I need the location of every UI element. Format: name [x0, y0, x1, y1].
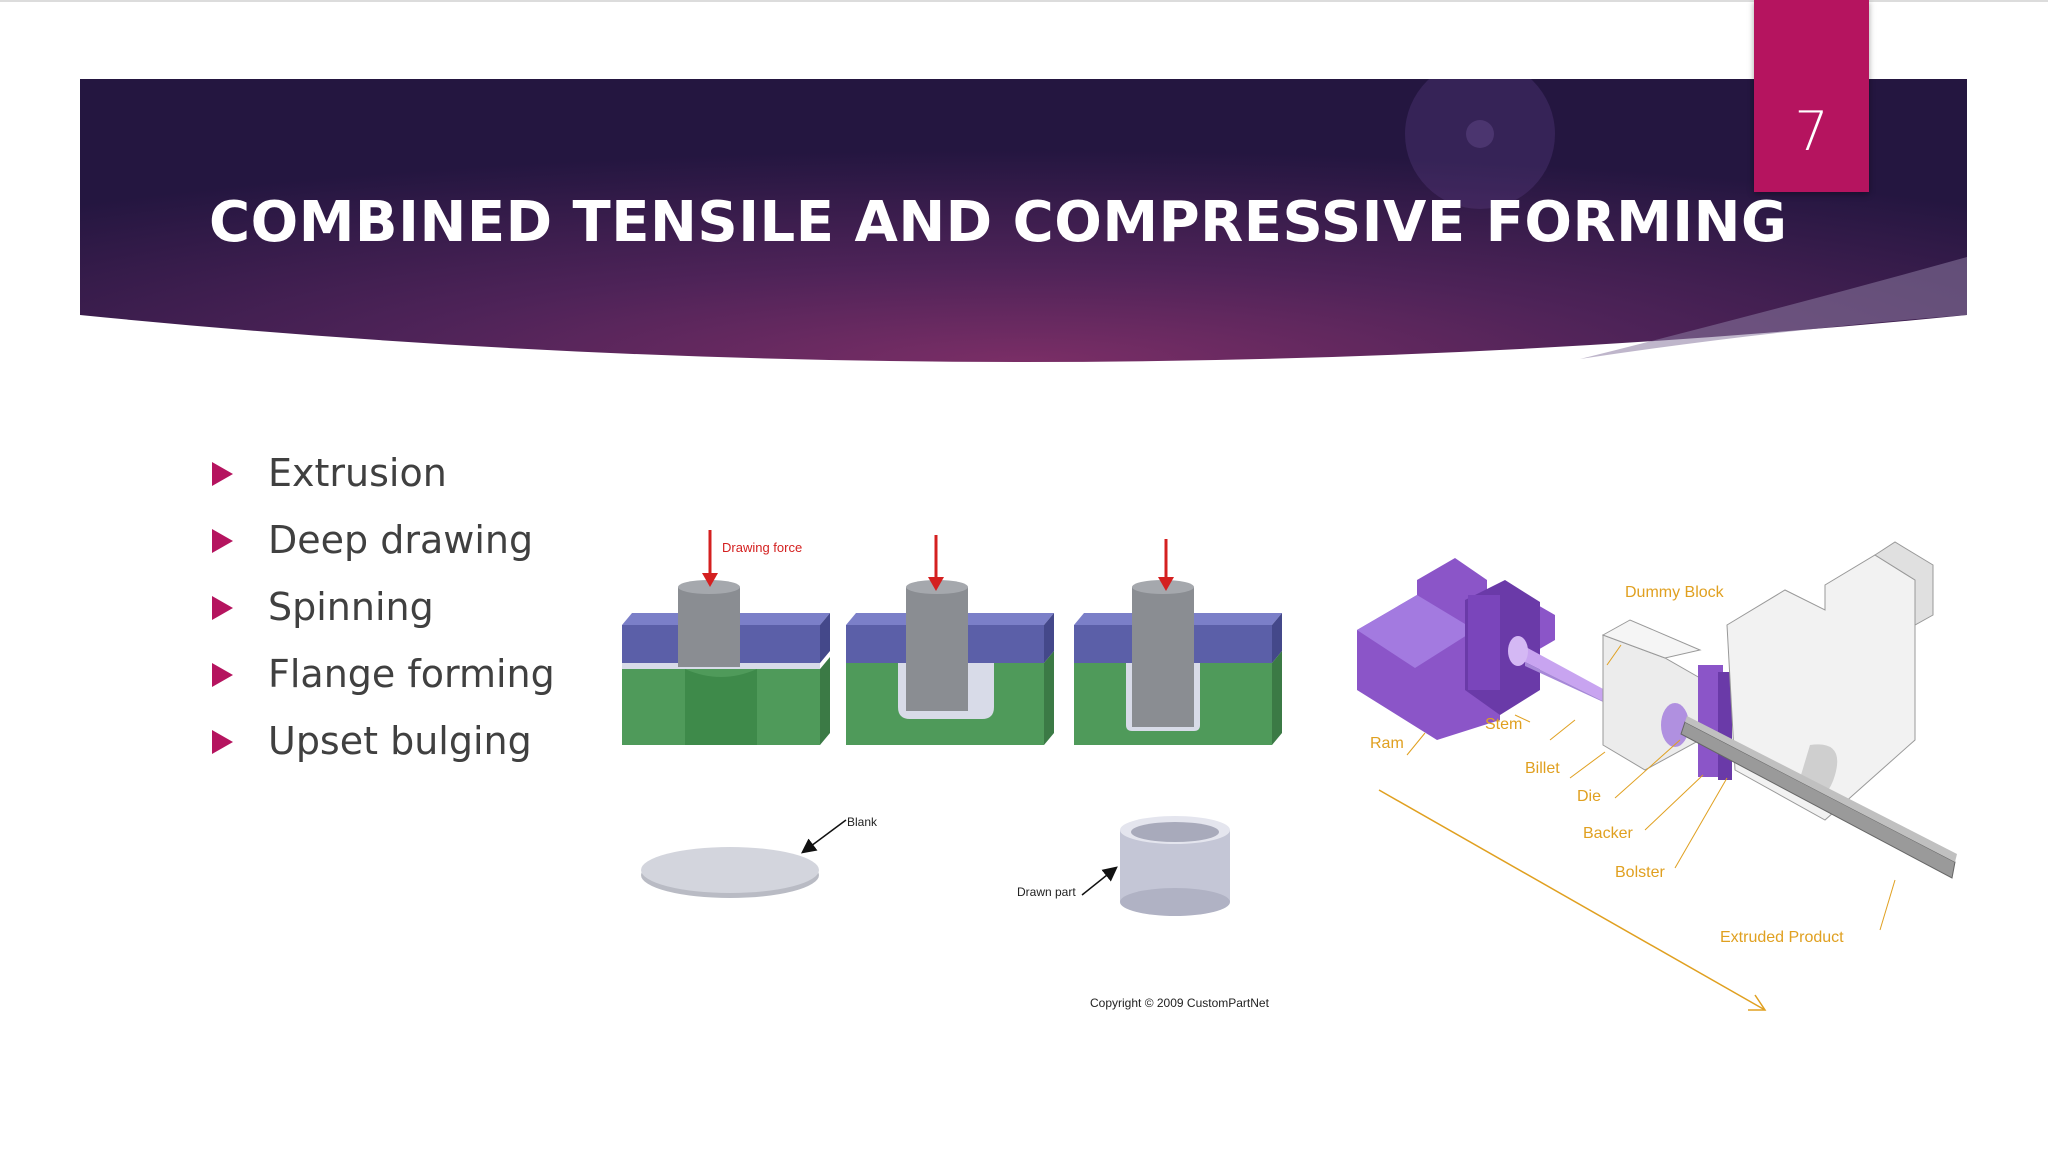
bullet-item: Flange forming — [210, 641, 555, 708]
label-ram: Ram — [1370, 735, 1404, 752]
bullet-item: Extrusion — [210, 440, 555, 507]
drawing-stage-3 — [1074, 580, 1282, 745]
bullet-triangle-icon — [212, 663, 233, 687]
deep-drawing-figure: Drawing force — [610, 515, 1300, 1015]
label-die: Die — [1577, 788, 1601, 805]
extrusion-figure: Dummy Block Ram Stem Billet Die Backer B… — [1355, 490, 1975, 1020]
bullet-triangle-icon — [212, 596, 233, 620]
bullet-triangle-icon — [212, 730, 233, 754]
bullet-triangle-icon — [212, 529, 233, 553]
ram-block — [1357, 558, 1555, 740]
slide-title: COMBINED TENSILE AND COMPRESSIVE FORMING — [209, 190, 1788, 255]
page-number: 7 — [1794, 100, 1829, 163]
label-bolster: Bolster — [1615, 864, 1665, 881]
copyright-text: Copyright © 2009 CustomPartNet — [1090, 996, 1270, 1010]
drawing-stage-2 — [846, 580, 1054, 745]
label-extruded-product: Extruded Product — [1720, 929, 1844, 946]
blank-label: Blank — [847, 815, 878, 829]
drawing-stage-1 — [622, 580, 830, 745]
backer — [1718, 672, 1732, 780]
drawing-force-label: Drawing force — [722, 540, 802, 555]
bullet-item: Deep drawing — [210, 507, 555, 574]
drawn-part-cup — [1120, 816, 1230, 916]
top-rule — [0, 0, 2048, 2]
label-stem: Stem — [1485, 716, 1522, 733]
container — [1602, 634, 1701, 771]
billet — [1661, 703, 1689, 747]
label-billet: Billet — [1525, 760, 1560, 777]
bullet-list: Extrusion Deep drawing Spinning Flange f… — [210, 440, 555, 775]
direction-arrow — [1378, 789, 1766, 1011]
page-number-tab: 7 — [1754, 0, 1869, 192]
bullet-item: Upset bulging — [210, 708, 555, 775]
stem — [1513, 640, 1617, 708]
extruded-product — [1680, 721, 1956, 879]
label-backer: Backer — [1583, 825, 1633, 842]
force-arrow-head — [702, 573, 718, 587]
title-banner — [80, 79, 1967, 381]
bullet-item: Spinning — [210, 574, 555, 641]
drawn-part-label: Drawn part — [1017, 885, 1076, 899]
label-dummy-block: Dummy Block — [1625, 584, 1725, 601]
bullet-triangle-icon — [212, 462, 233, 486]
